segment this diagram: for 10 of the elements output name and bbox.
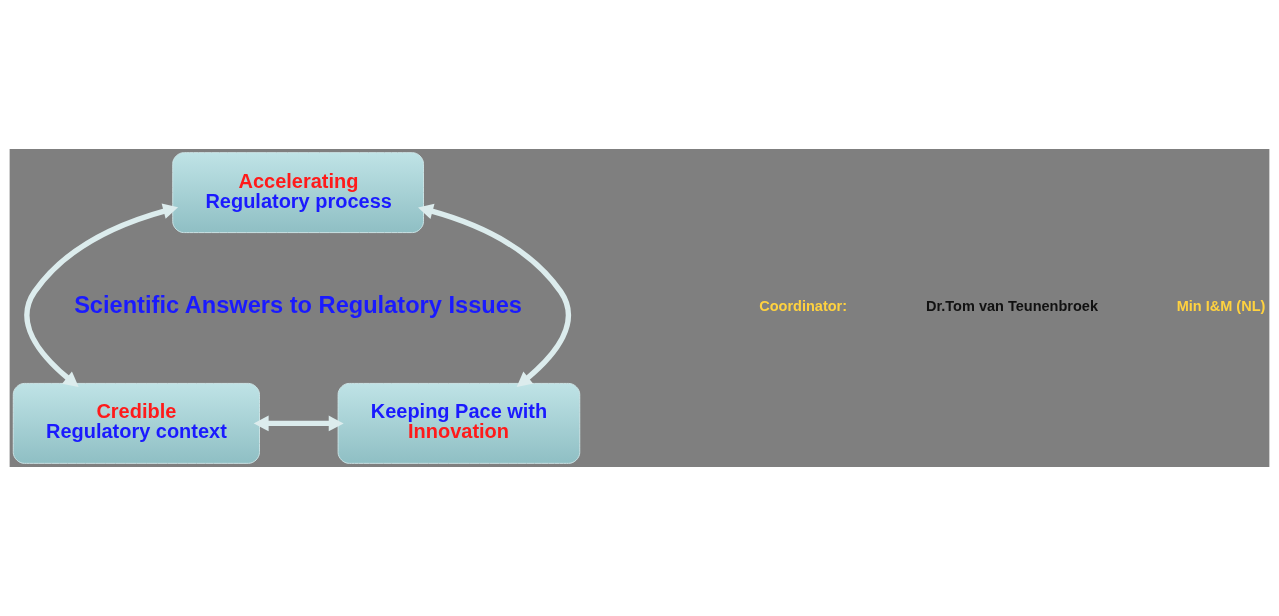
label: Dr.Tom van Teunenbroek [925, 297, 1099, 314]
label: Coordinator: [759, 297, 848, 314]
arrow [418, 203, 571, 387]
label: Min I&M (NL) [1176, 297, 1266, 314]
arrow [253, 415, 344, 432]
node-box: Accelerating Regulatory process [172, 152, 424, 234]
label: Scientific Answers to Regulatory Issues [74, 291, 522, 318]
node-box: Credible Regulatory context [12, 382, 260, 464]
node-box: Keeping Pace with Innovation [337, 382, 581, 464]
arrow [24, 203, 179, 387]
